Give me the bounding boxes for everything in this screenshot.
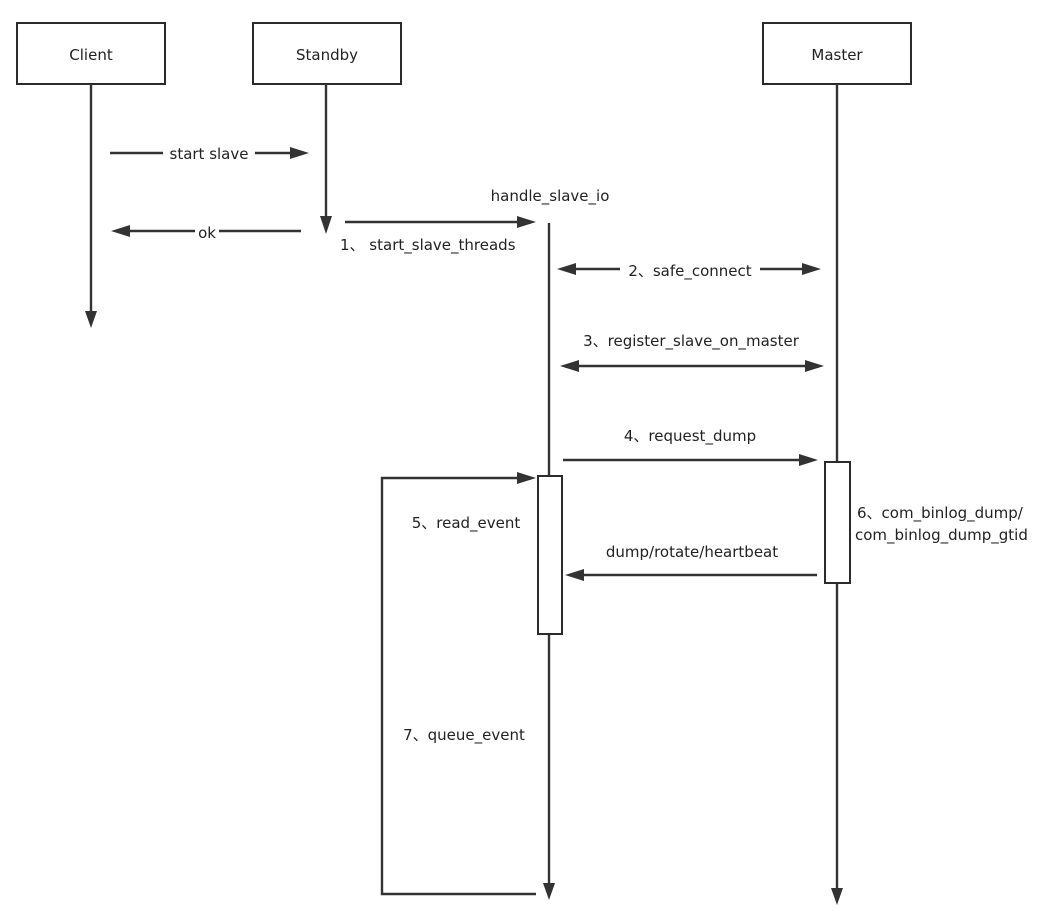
io-thread-lifeline <box>543 223 555 900</box>
dump-reply-label: dump/rotate/heartbeat <box>606 543 778 561</box>
io-thread-activation <box>537 475 563 635</box>
standby-lifeline <box>320 84 332 234</box>
participant-standby: Standby <box>252 22 402 85</box>
step7-label: 7、queue_event <box>403 726 525 745</box>
participant-client: Client <box>16 22 166 85</box>
step5-label: 5、read_event <box>412 514 521 533</box>
dump-reply-arrow: dump/rotate/heartbeat <box>565 543 817 581</box>
safe-connect-arrow: 2、safe_connect <box>557 260 821 281</box>
ok-arrow: ok <box>111 222 301 242</box>
step2-label: 2、safe_connect <box>628 262 751 281</box>
start-slave-threads-arrow <box>345 216 536 228</box>
ok-label: ok <box>198 224 216 242</box>
participant-master-label: Master <box>811 46 863 64</box>
participant-client-label: Client <box>69 46 113 64</box>
start-slave-arrow: start slave <box>110 144 309 163</box>
step1-label: 1、 start_slave_threads <box>340 236 516 255</box>
participant-master: Master <box>762 22 912 85</box>
step3-label: 3、register_slave_on_master <box>583 332 800 351</box>
step6-label-line1: 6、com_binlog_dump/ <box>857 504 1024 523</box>
master-lifeline <box>831 84 843 905</box>
participant-standby-label: Standby <box>296 46 358 64</box>
register-slave-arrow: 3、register_slave_on_master <box>560 332 824 372</box>
request-dump-arrow: 4、request_dump <box>563 427 818 466</box>
master-activation <box>824 461 851 584</box>
handle-slave-io-label: handle_slave_io <box>491 187 610 206</box>
step6-label-line2: com_binlog_dump_gtid <box>855 526 1028 545</box>
queue-event-loop <box>380 472 536 896</box>
client-lifeline <box>85 84 97 328</box>
step4-label: 4、request_dump <box>624 427 756 446</box>
start-slave-label: start slave <box>170 145 249 163</box>
